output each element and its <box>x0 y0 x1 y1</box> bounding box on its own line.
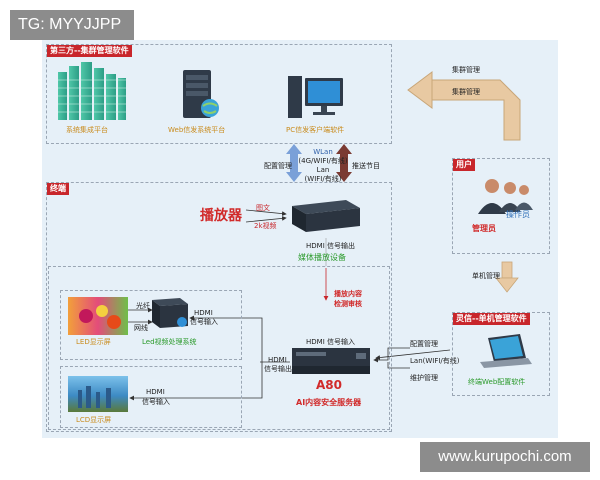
third-party-panel <box>46 44 392 144</box>
operator-label: 操作员 <box>506 210 530 219</box>
play-review-label-2: 检测审核 <box>334 300 362 308</box>
media-player-device-icon <box>292 200 360 232</box>
led-screen-image <box>68 297 128 335</box>
maint-mgmt-label: 维护管理 <box>410 374 438 382</box>
cluster-mgmt-label-1: 集群管理 <box>452 66 480 74</box>
hdmi-in-b-label: HDMI 信号输入 <box>306 338 355 346</box>
config-mgmt-bottom-label: 配置管理 <box>410 340 438 348</box>
lcd-group-panel <box>60 366 242 428</box>
push-program-label: 推送节目 <box>352 162 380 170</box>
terminal-panel <box>46 182 392 432</box>
config-management-arrow <box>286 144 302 182</box>
hdmi-out-top-label: HDMI 信号输出 <box>306 242 355 250</box>
pc-client-icon <box>288 76 343 118</box>
lan-label: Lan <box>316 166 330 174</box>
third-party-panel-title: 第三方--集群管理软件 <box>47 45 132 57</box>
admin-label: 管理员 <box>472 224 496 233</box>
push-program-arrow <box>336 144 352 182</box>
single-management-arrow <box>495 261 519 293</box>
user-panel <box>452 158 550 254</box>
hdmi-in-c-label: HDMI <box>146 388 165 396</box>
lcd-screen-label: LCD显示屏 <box>76 416 112 424</box>
web-config-label: 终端Web配置软件 <box>468 378 526 386</box>
video-2k-label: 2k视频 <box>254 222 277 230</box>
watermark-bottom-right: www.kurupochi.com <box>420 442 590 472</box>
wlan-sub-label: (4G/WIFI/有线) <box>298 157 348 165</box>
single-mgmt-panel-title: 灵信--单机管理软件 <box>453 313 530 325</box>
ai-server-label: AI内容安全服务器 <box>296 398 362 407</box>
single-mgmt-label: 单机管理 <box>472 272 500 280</box>
cluster-management-arrow <box>407 71 521 141</box>
cluster-mgmt-label-2: 集群管理 <box>452 88 480 96</box>
a80-server-icon <box>292 348 370 374</box>
hdmi-out-a-label: HDMI <box>268 356 287 364</box>
fiber-label: 光纤 <box>136 302 150 310</box>
item-label-pc-client: PC信发客户端软件 <box>286 126 345 134</box>
hdmi-out-a2-label: 信号输出 <box>264 365 292 373</box>
a80-label: A80 <box>316 378 342 392</box>
item-label-web-platform: Web信发系统平台 <box>168 126 226 134</box>
hdmi-in-a2-label: 信号输入 <box>190 318 218 326</box>
item-label-system-integration: 系统集成平台 <box>66 126 108 134</box>
single-mgmt-panel <box>452 312 550 396</box>
lan-bottom-label: Lan(WIFI/有线) <box>410 357 460 365</box>
lcd-screen-image <box>68 376 128 412</box>
terminal-inner-panel <box>48 266 390 430</box>
lan-sub-label: (WIFI/有线) <box>304 175 342 183</box>
terminal-panel-title: 终端 <box>47 183 69 195</box>
user-panel-title: 用户 <box>453 159 475 171</box>
buildings-icon <box>58 62 126 120</box>
player-label: 播放器 <box>200 208 242 224</box>
user-avatars-icon <box>478 179 533 214</box>
hdmi-in-a-label: HDMI <box>194 309 213 317</box>
play-review-label-1: 播放内容 <box>334 290 362 298</box>
led-group-panel <box>60 290 242 360</box>
led-processor-label: Led视频处理系统 <box>142 338 197 346</box>
watermark-top-left: TG: MYYJJPP <box>10 10 134 40</box>
media-device-label: 媒体播放设备 <box>298 253 346 262</box>
config-mgmt-top-label: 配置管理 <box>264 162 292 170</box>
graphic-label: 图文 <box>256 204 270 212</box>
wlan-label: WLan <box>313 148 333 156</box>
led-screen-label: LED显示屏 <box>76 338 111 346</box>
network-cable-label: 网线 <box>134 324 148 332</box>
led-processor-icon <box>152 298 188 328</box>
hdmi-in-c2-label: 信号输入 <box>142 398 170 406</box>
laptop-icon <box>480 334 532 368</box>
web-server-icon <box>183 70 219 118</box>
